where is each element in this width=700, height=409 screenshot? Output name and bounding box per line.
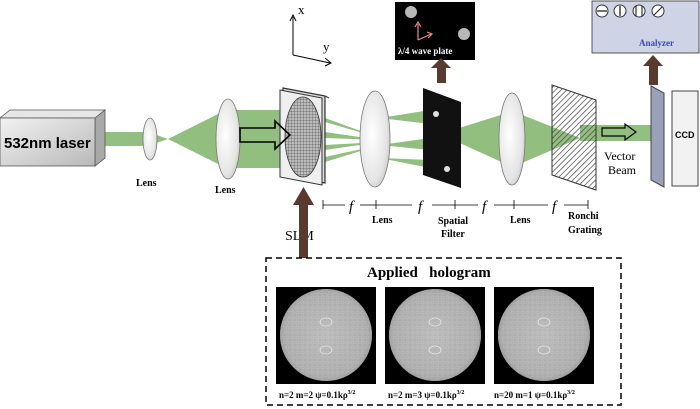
hologram-caption-1: n=2 m=2 ψ=0.1kρ3/2 <box>279 390 355 400</box>
output-beam-arrow <box>601 122 638 142</box>
laser-label: 532nm laser <box>4 135 91 152</box>
analyzer-arrow <box>643 55 663 85</box>
hologram-to-slm-arrow <box>293 187 314 260</box>
spatial-filter-label-line1: Spatial <box>438 216 468 227</box>
analyzer-inset: Analyzer <box>591 0 700 54</box>
lens-4-label: Lens <box>510 215 531 226</box>
waveplate-arrow <box>431 58 451 83</box>
lens-1: Lens <box>136 117 158 189</box>
analyzer-orientation-icons <box>595 4 665 18</box>
lens-4: Lens <box>498 92 531 226</box>
analyzer-label: Analyzer <box>639 38 674 48</box>
focal-distance-markers <box>322 200 589 209</box>
waveplate-inset: λ/4 wave plate <box>395 2 475 60</box>
hologram-panel: Applied hologram n=2 m=2 ψ=0.1kρ3/2 n=2 … <box>265 257 622 406</box>
hologram-image-1 <box>276 287 376 384</box>
lens-3-label: Lens <box>372 215 393 226</box>
laser-source: 532nm laser <box>0 109 107 167</box>
hologram-caption-3: n=20 m=1 ψ=0.1kρ3/2 <box>494 390 575 400</box>
spatial-filter-label-line2: Filter <box>441 229 465 240</box>
hologram-image-2 <box>385 287 485 384</box>
ronchi-label-line2: Grating <box>568 225 602 236</box>
focal-label-3: f <box>482 199 488 215</box>
ccd-camera: CCD <box>671 90 699 187</box>
lens-3: Lens <box>359 90 393 226</box>
focal-label-4: f <box>552 199 558 215</box>
spatial-filter: Spatial Filter <box>423 88 468 240</box>
lens-2: Lens <box>215 98 241 196</box>
x-axis-label: x <box>298 2 305 17</box>
coordinate-axes: x y <box>289 2 332 67</box>
slm-device: SLM <box>239 87 330 244</box>
focal-label-2: f <box>418 199 424 215</box>
waveplate-label: λ/4 wave plate <box>398 46 452 56</box>
lens-2-label: Lens <box>215 185 236 196</box>
ccd-label: CCD <box>675 130 695 140</box>
hologram-caption-2: n=2 m=3 ψ=0.1kρ3/2 <box>388 390 464 400</box>
vector-beam-label-line2: Beam <box>608 163 637 177</box>
vector-beam-label-line1: Vector <box>604 149 635 163</box>
ronchi-grating: Ronchi Grating <box>551 84 602 236</box>
ronchi-label-line1: Ronchi <box>568 211 599 222</box>
hologram-panel-title: Applied hologram <box>367 265 491 281</box>
analyzer-plate <box>650 85 665 188</box>
hologram-image-3 <box>494 287 594 384</box>
lens-1-label: Lens <box>136 178 157 189</box>
y-axis-label: y <box>323 39 330 54</box>
focal-label-1: f <box>349 199 355 215</box>
